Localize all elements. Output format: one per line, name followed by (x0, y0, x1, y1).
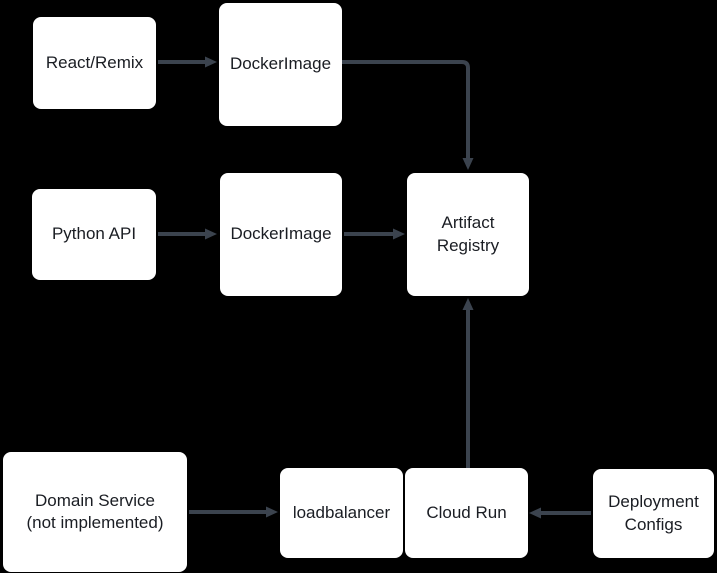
node-domain-service: Domain Service (not implemented) (3, 452, 187, 572)
node-deployment-configs: Deployment Configs (593, 469, 714, 558)
node-domain-service-label: Domain Service (not implemented) (26, 490, 164, 532)
node-cloud-run: Cloud Run (405, 468, 528, 558)
node-deployment-configs-label: Deployment Configs (608, 492, 699, 534)
node-python-api: Python API (32, 189, 156, 280)
node-react-remix: React/Remix (33, 17, 156, 109)
node-docker-image-frontend-label: DockerImage (229, 54, 332, 74)
node-cloud-run-label: Cloud Run (426, 502, 507, 522)
node-artifact-registry-label: Artifact Registry (436, 213, 500, 255)
node-docker-image-frontend: DockerImage (219, 3, 342, 126)
node-loadbalancer: loadbalancer (280, 468, 403, 558)
node-docker-image-api-label: DockerImage (230, 224, 332, 244)
node-artifact-registry: Artifact Registry (407, 173, 529, 296)
node-react-remix-label: React/Remix (45, 52, 144, 72)
node-loadbalancer-label: loadbalancer (292, 502, 391, 522)
node-python-api-label: Python API (51, 224, 137, 244)
edge-dockerimage-to-artifact-registry-top (342, 60, 474, 170)
node-docker-image-api: DockerImage (220, 173, 342, 296)
